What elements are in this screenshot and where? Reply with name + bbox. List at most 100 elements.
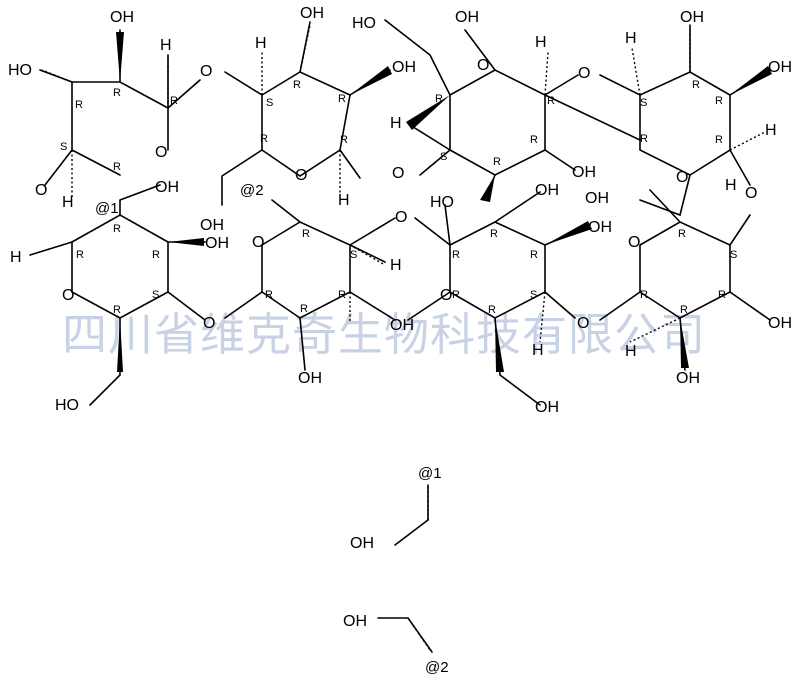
stereo-r: R xyxy=(493,156,501,168)
stereo-r: R xyxy=(692,79,700,91)
stereo-r: R xyxy=(113,87,121,99)
ring-oxygen-label: O xyxy=(477,57,489,74)
hydrogen-label: H xyxy=(625,30,637,47)
atom-labels: OH HO H O O O H H OH OH O O H OH HO OH H… xyxy=(8,5,792,630)
hydrogen-label: H xyxy=(535,34,547,51)
oxygen-label: O xyxy=(745,185,757,202)
oxygen-label: O xyxy=(578,65,590,82)
attachment-point-2: @2 xyxy=(425,659,449,676)
stereo-s: S xyxy=(730,249,737,261)
hydrogen-label: H xyxy=(10,249,22,266)
stereo-r: R xyxy=(338,289,346,301)
stereo-r: R xyxy=(452,249,460,261)
hydroxyl-label: OH xyxy=(572,164,596,181)
hydroxyl-label: OH xyxy=(110,9,134,26)
stereo-r: R xyxy=(678,228,686,240)
hydroxyl-label: OH xyxy=(768,315,792,332)
hydroxyl-label: OH xyxy=(155,179,179,196)
hydroxyl-label: OH xyxy=(680,9,704,26)
hydroxyl-label: HO xyxy=(430,194,454,211)
stereo-bonds xyxy=(116,32,772,372)
oxygen-label: O xyxy=(392,165,404,182)
oxygen-label: O xyxy=(35,182,47,199)
stereo-r: R xyxy=(530,134,538,146)
stereo-r: R xyxy=(293,79,301,91)
stereo-r: R xyxy=(113,161,121,173)
hydroxyl-label: OH xyxy=(676,370,700,387)
hydroxyl-label: OH xyxy=(300,5,324,22)
stereo-r: R xyxy=(715,95,723,107)
attachment-point-2: @2 xyxy=(240,182,264,199)
hydroxyl-label: OH xyxy=(392,59,416,76)
stereo-r: R xyxy=(452,289,460,301)
attachment-point-1: @1 xyxy=(418,465,442,482)
stereo-r: R xyxy=(490,228,498,240)
ring-oxygen-label: O xyxy=(295,167,307,184)
hydroxyl-label: OH xyxy=(298,370,322,387)
hydroxyl-label: OH xyxy=(200,217,224,234)
stereo-r: R xyxy=(435,93,443,105)
oxygen-label: O xyxy=(203,315,215,332)
stereo-r: R xyxy=(715,134,723,146)
stereo-r: R xyxy=(340,134,348,146)
stereo-r: R xyxy=(152,249,160,261)
stereo-s: S xyxy=(152,289,159,301)
oxygen-label: O xyxy=(200,63,212,80)
hydroxyl-label: OH xyxy=(535,182,559,199)
stereo-r: R xyxy=(76,249,84,261)
hydroxyl-label: OH xyxy=(768,59,792,76)
attachment-point-1: @1 xyxy=(95,200,119,217)
stereo-s: S xyxy=(266,97,273,109)
hydroxyl-label: OH xyxy=(390,317,414,334)
watermark-text: 四川省维克奇生物科技有限公司 xyxy=(62,308,706,361)
hydrogen-label: H xyxy=(390,115,402,132)
stereo-s: S xyxy=(640,97,647,109)
hydrogen-label: H xyxy=(62,194,74,211)
stereo-r: R xyxy=(265,289,273,301)
stereo-r: R xyxy=(113,223,121,235)
ring-oxygen-label: O xyxy=(155,144,167,161)
hydrogen-label: H xyxy=(725,177,737,194)
stereo-r: R xyxy=(680,304,688,316)
stereo-r: R xyxy=(718,289,726,301)
stereo-r: R xyxy=(75,99,83,111)
hydrogen-label: H xyxy=(765,122,777,139)
stereo-r: R xyxy=(260,133,268,145)
oxygen-label: O xyxy=(577,315,589,332)
stereo-s: S xyxy=(350,249,357,261)
stereo-s: S xyxy=(440,151,447,163)
stereo-r: R xyxy=(530,249,538,261)
hydrogen-label: H xyxy=(255,35,267,52)
hydroxyl-label: OH xyxy=(343,613,367,630)
hydroxyl-label: OH xyxy=(205,235,229,252)
hydroxyl-label: OH xyxy=(585,190,609,207)
oxygen-label: O xyxy=(395,209,407,226)
hydroxyl-label: HO xyxy=(55,397,79,414)
stereo-r: R xyxy=(640,289,648,301)
hydroxyl-label: HO xyxy=(352,15,376,32)
hydrogen-label: H xyxy=(160,37,172,54)
hydrogen-label: H xyxy=(625,343,637,360)
stereo-r: R xyxy=(338,93,346,105)
hydroxyl-label: OH xyxy=(350,535,374,552)
ring-oxygen-label: O xyxy=(440,287,452,304)
attachment-labels: @1 @2 @1 @2 xyxy=(95,182,449,676)
ring-oxygen-label: O xyxy=(676,169,688,186)
stereo-s: S xyxy=(60,141,67,153)
hash-bonds xyxy=(41,24,766,651)
hydrogen-label: H xyxy=(390,257,402,274)
stereo-r: R xyxy=(170,95,178,107)
stereo-r: R xyxy=(300,303,308,315)
hydroxyl-label: OH xyxy=(455,9,479,26)
stereo-s: S xyxy=(530,289,537,301)
hydrogen-label: H xyxy=(532,342,544,359)
stereo-r: R xyxy=(113,304,121,316)
hydrogen-label: H xyxy=(338,192,350,209)
stereo-r: R xyxy=(640,133,648,145)
hydroxyl-label: OH xyxy=(535,399,559,416)
hydroxyl-label: OH xyxy=(588,219,612,236)
stereo-r: R xyxy=(302,228,310,240)
ring-oxygen-label: O xyxy=(628,234,640,251)
